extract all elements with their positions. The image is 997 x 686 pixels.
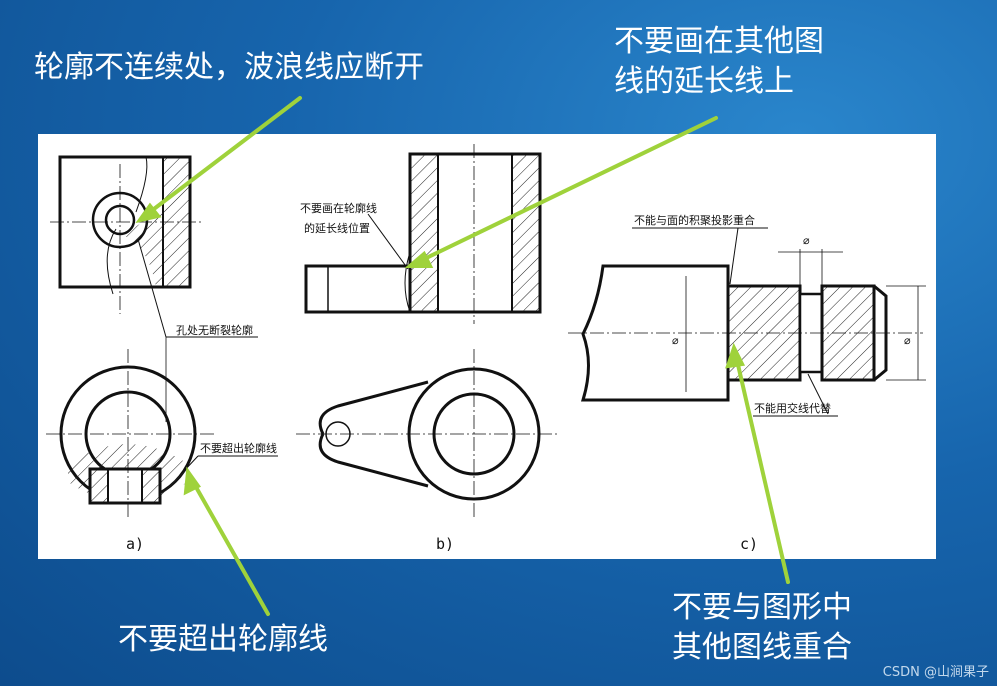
annotation-not-on-extension-2: 的延长线位置 <box>304 221 370 235</box>
caption-not-coincide: 不要与图形中 其他图线重合 <box>672 588 852 668</box>
caption-line: 线的延长线上 <box>614 64 794 99</box>
diameter-symbol: ⌀ <box>803 234 810 247</box>
diameter-symbol: ⌀ <box>672 334 679 347</box>
annotation-not-on-extension-1: 不要画在轮廓线 <box>300 201 377 215</box>
caption-not-exceed-outline: 不要超出轮廓线 <box>118 622 328 657</box>
annotation-not-exceed: 不要超出轮廓线 <box>200 441 277 455</box>
panel-label-a: a) <box>126 535 144 553</box>
technical-drawing-panel: 孔处无断裂轮廓 不要超出轮廓线 a) 不要画在轮廓线 的延长线位置 b) <box>38 134 936 559</box>
panel-label-c: c) <box>740 535 758 553</box>
view-c-shaft: ⌀ ⌀ ⌀ <box>568 234 926 402</box>
panel-label-b: b) <box>436 535 454 553</box>
technical-drawing: 孔处无断裂轮廓 不要超出轮廓线 a) 不要画在轮廓线 的延长线位置 b) <box>46 144 926 553</box>
view-a-top <box>46 337 216 519</box>
caption-not-on-extension: 不要画在其他图 线的延长线上 <box>614 22 824 102</box>
annotation-hole-no-break: 孔处无断裂轮廓 <box>176 323 253 337</box>
caption-line: 其他图线重合 <box>672 630 852 665</box>
view-a-front <box>50 155 203 314</box>
view-b-top <box>296 349 558 519</box>
annotation-not-coincide-projection: 不能与面的积聚投影重合 <box>634 213 755 227</box>
watermark: CSDN @山涧果子 <box>882 665 989 680</box>
diameter-symbol: ⌀ <box>904 334 911 347</box>
caption-line: 不要画在其他图 <box>614 24 824 59</box>
caption-break-at-discontinuity: 轮廓不连续处，波浪线应断开 <box>34 50 424 85</box>
caption-line: 不要与图形中 <box>672 590 852 625</box>
annotation-not-replace-intersection: 不能用交线代替 <box>754 401 831 415</box>
